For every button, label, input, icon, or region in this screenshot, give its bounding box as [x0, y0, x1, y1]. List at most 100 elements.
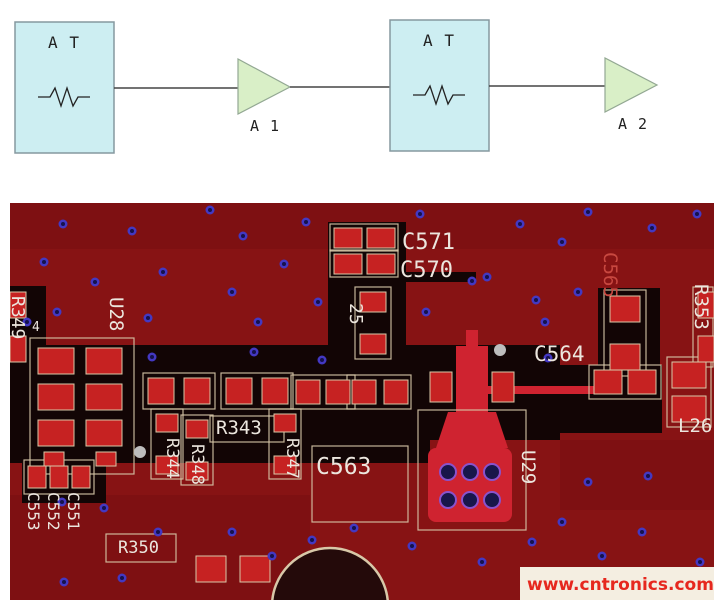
- attenuator1-symbol: [38, 85, 90, 109]
- component-outline: [603, 289, 647, 377]
- via-hole: [282, 262, 286, 266]
- test-point: [494, 344, 506, 356]
- smd-pad: [37, 419, 75, 447]
- copper-trace: [488, 386, 596, 394]
- via-hole: [230, 290, 234, 294]
- silkscreen-label: C553: [24, 492, 43, 531]
- component-outline: [666, 356, 712, 428]
- via-hole: [534, 298, 538, 302]
- via-hole: [646, 474, 650, 478]
- smd-pad: [383, 379, 409, 405]
- silkscreen-label: R353: [690, 284, 712, 330]
- attenuator1-label: A T: [48, 33, 80, 52]
- smd-pad: [147, 377, 175, 405]
- via-hole: [600, 554, 604, 558]
- amplifier1-symbol: [237, 57, 292, 115]
- component-outline: [150, 408, 184, 480]
- watermark-background: [520, 567, 714, 600]
- watermark-text: www.cntronics.com: [527, 575, 714, 595]
- via-hole: [410, 544, 414, 548]
- smd-pad: [627, 369, 657, 395]
- via-hole: [560, 240, 564, 244]
- copper-trace: [466, 330, 478, 350]
- via-hole: [208, 208, 212, 212]
- attenuator2-symbol: [413, 83, 465, 107]
- via-hole: [546, 356, 550, 360]
- component-outline: [220, 372, 294, 410]
- via-hole: [146, 316, 150, 320]
- silkscreen-label: 4: [32, 320, 40, 335]
- smd-pad: [37, 383, 75, 411]
- smd-pad: [185, 461, 209, 481]
- smd-pad: [429, 371, 453, 403]
- connector-hole: [483, 491, 501, 509]
- copper-clearance: [400, 272, 476, 282]
- via-hole: [130, 229, 134, 233]
- via-hole: [270, 554, 274, 558]
- smd-pad: [593, 369, 623, 395]
- smd-pad: [225, 377, 253, 405]
- smd-pad: [359, 333, 387, 355]
- silkscreen-label: C563: [316, 454, 371, 480]
- via-hole: [102, 506, 106, 510]
- via-hole: [518, 222, 522, 226]
- smd-pad: [366, 253, 396, 275]
- via-hole: [586, 480, 590, 484]
- amplifier1-label: A 1: [250, 117, 280, 135]
- via-hole: [120, 576, 124, 580]
- silkscreen-label: R348: [187, 444, 207, 485]
- smd-pad: [609, 343, 641, 371]
- via-hole: [156, 530, 160, 534]
- smd-pad: [27, 465, 47, 489]
- smd-pad: [85, 383, 123, 411]
- via-hole: [62, 580, 66, 584]
- via-hole: [560, 520, 564, 524]
- smd-pad: [273, 455, 297, 475]
- silkscreen-label: C570: [400, 258, 453, 283]
- silkscreen-label: C551: [64, 492, 83, 531]
- silkscreen-label: U28: [105, 297, 127, 331]
- via-hole: [576, 290, 580, 294]
- u29-body: [428, 448, 512, 522]
- via-hole: [650, 226, 654, 230]
- via-hole: [241, 234, 245, 238]
- silkscreen-label: R344: [162, 438, 182, 479]
- via-hole: [161, 270, 165, 274]
- silkscreen-label: C564: [534, 342, 585, 366]
- smd-pad: [351, 379, 377, 405]
- component-outline: [268, 408, 302, 480]
- component-outline: [329, 223, 399, 252]
- smd-pad: [366, 227, 396, 249]
- via-hole: [55, 310, 59, 314]
- watermark: www.cntronics.com: [520, 567, 714, 600]
- via-hole: [695, 212, 699, 216]
- smd-pad: [49, 465, 69, 489]
- smd-pad: [185, 419, 209, 439]
- component-outline: [105, 533, 177, 563]
- silkscreen-label: C552: [44, 492, 63, 531]
- smd-pad: [85, 419, 123, 447]
- via-hole: [352, 526, 356, 530]
- board-arc: [271, 546, 389, 600]
- silkscreen-label: U29: [517, 450, 539, 484]
- smd-pad: [183, 377, 211, 405]
- smd-pad: [325, 379, 351, 405]
- via-hole: [485, 275, 489, 279]
- silkscreen-label: L26: [678, 415, 712, 437]
- smd-pad: [85, 347, 123, 375]
- via-hole: [252, 350, 256, 354]
- via-hole: [530, 540, 534, 544]
- smd-pad: [333, 227, 363, 249]
- attenuator1-box: [14, 21, 115, 154]
- amplifier2-label: A 2: [618, 115, 648, 133]
- via-hole: [480, 560, 484, 564]
- via-hole: [418, 212, 422, 216]
- attenuator2-label: A T: [423, 31, 455, 50]
- u29-stem: [456, 346, 488, 412]
- board-texture: [560, 440, 714, 510]
- via-hole: [60, 500, 64, 504]
- attenuator2-box: [389, 19, 490, 152]
- via-hole: [424, 310, 428, 314]
- connector-hole: [461, 491, 479, 509]
- via-hole: [93, 280, 97, 284]
